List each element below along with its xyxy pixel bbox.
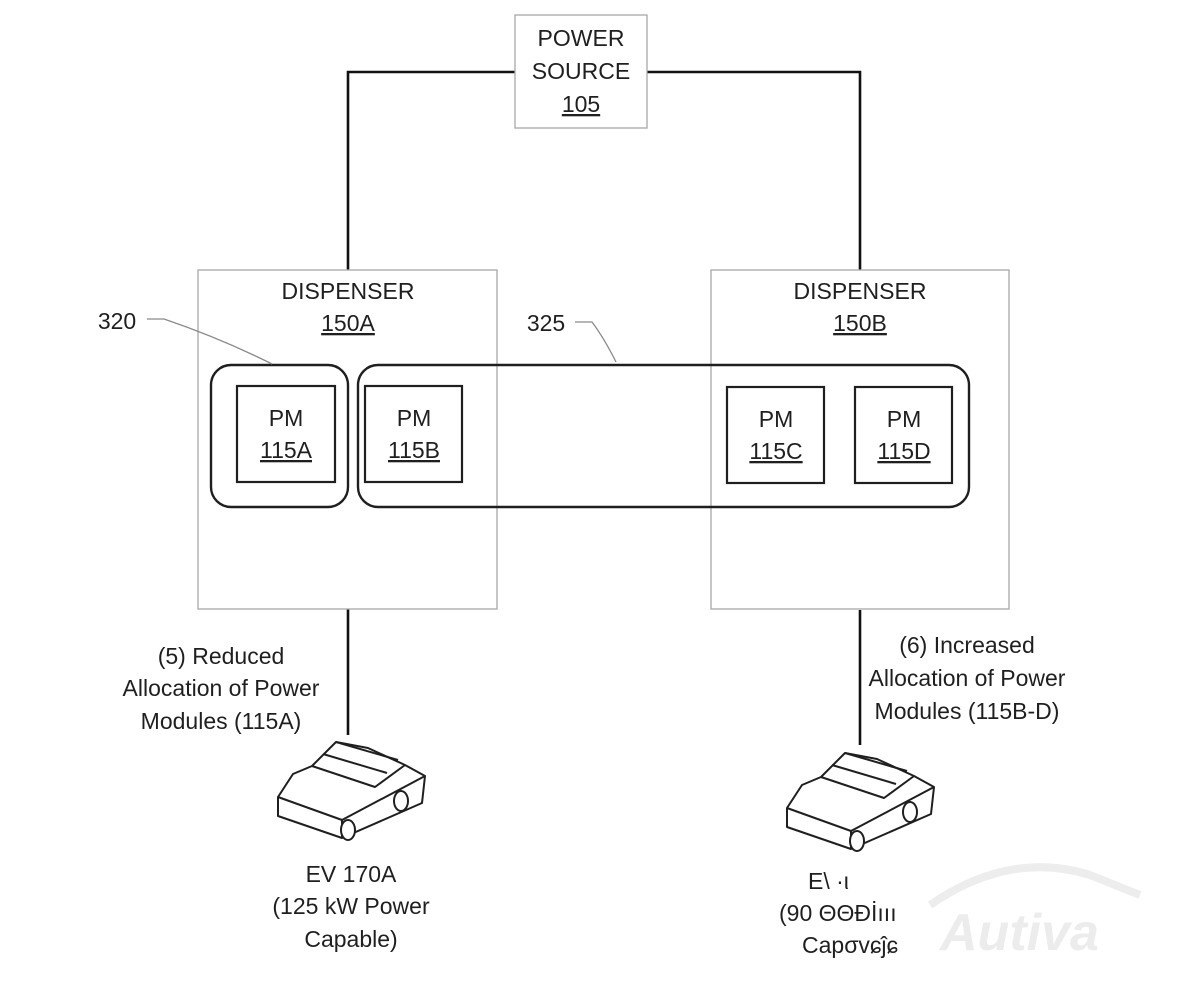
- allocation-label-left: (5) Reduced Allocation of Power Modules …: [123, 643, 320, 734]
- power-module-115c-box: [725, 385, 826, 485]
- autiva-watermark-logo: Autiva: [927, 863, 1142, 962]
- callout-320-label: 320: [98, 308, 136, 334]
- wire-source-to-dispenser-150a: [346, 70, 515, 270]
- ev-170a-car-icon: [277, 741, 426, 841]
- dispenser-150a-ref: 150A: [321, 310, 375, 336]
- power-module-115c-ref: 115C: [749, 438, 802, 464]
- power-module-115b: PM 115B: [363, 384, 464, 484]
- allocation-right-line1: (6) Increased: [899, 632, 1035, 658]
- power-module-115a-box: [235, 384, 337, 484]
- power-module-115d: PM 115D: [853, 385, 954, 485]
- callout-320-leader: [147, 318, 273, 365]
- callout-325-leader: [575, 321, 617, 363]
- power-module-115a-ref: 115A: [260, 437, 313, 463]
- ev-170b-caption: E\ ·ι (90 ΘΘÐİııı Capσvɕĵɕ: [779, 868, 898, 958]
- callout-325-label: 325: [527, 310, 565, 336]
- allocation-left-line1: (5) Reduced: [158, 643, 285, 669]
- watermark-text: Autiva: [938, 904, 1099, 962]
- power-module-115b-box: [363, 384, 464, 484]
- dispenser-150a-title: DISPENSER: [282, 278, 415, 304]
- ev-170a-line3: Capable): [304, 926, 397, 952]
- module-group-325: [356, 363, 971, 509]
- power-module-115c-title: PM: [759, 406, 794, 432]
- power-module-115d-title: PM: [887, 406, 922, 432]
- power-source-105: POWER SOURCE 105: [514, 14, 648, 129]
- power-module-115a-title: PM: [269, 405, 304, 431]
- allocation-left-line2: Allocation of Power: [123, 675, 320, 701]
- ev-170b-line2: (90 ΘΘÐİııı: [779, 900, 897, 926]
- ev-170a-line1: EV 170A: [306, 861, 397, 887]
- ev-170a-caption: EV 170A (125 kW Power Capable): [272, 861, 430, 952]
- power-module-115b-ref: 115B: [388, 437, 440, 463]
- dispenser-150b-title: DISPENSER: [794, 278, 927, 304]
- ev-170b-line1: E\ ·ι: [808, 868, 849, 894]
- allocation-left-line3: Modules (115A): [141, 708, 302, 734]
- power-source-line2: SOURCE: [532, 58, 630, 84]
- allocation-right-line2: Allocation of Power: [869, 665, 1066, 691]
- power-module-115d-ref: 115D: [877, 438, 930, 464]
- wire-source-to-dispenser-150b: [647, 70, 862, 270]
- ev-170b-car-icon: [786, 752, 935, 852]
- power-module-115a: PM 115A: [235, 384, 337, 484]
- ev-170b-line3: Capσvɕĵɕ: [802, 932, 898, 958]
- ev-170a-line2: (125 kW Power: [272, 893, 430, 919]
- power-source-ref: 105: [562, 91, 600, 117]
- power-module-115c: PM 115C: [725, 385, 826, 485]
- power-source-line1: POWER: [538, 25, 625, 51]
- dispenser-150b-ref: 150B: [833, 310, 887, 336]
- allocation-right-line3: Modules (115B-D): [875, 698, 1060, 724]
- module-group-320: [209, 363, 350, 509]
- power-module-115b-title: PM: [397, 405, 432, 431]
- allocation-label-right: (6) Increased Allocation of Power Module…: [869, 632, 1066, 724]
- power-module-115d-box: [853, 385, 954, 485]
- power-source-box: [514, 14, 648, 129]
